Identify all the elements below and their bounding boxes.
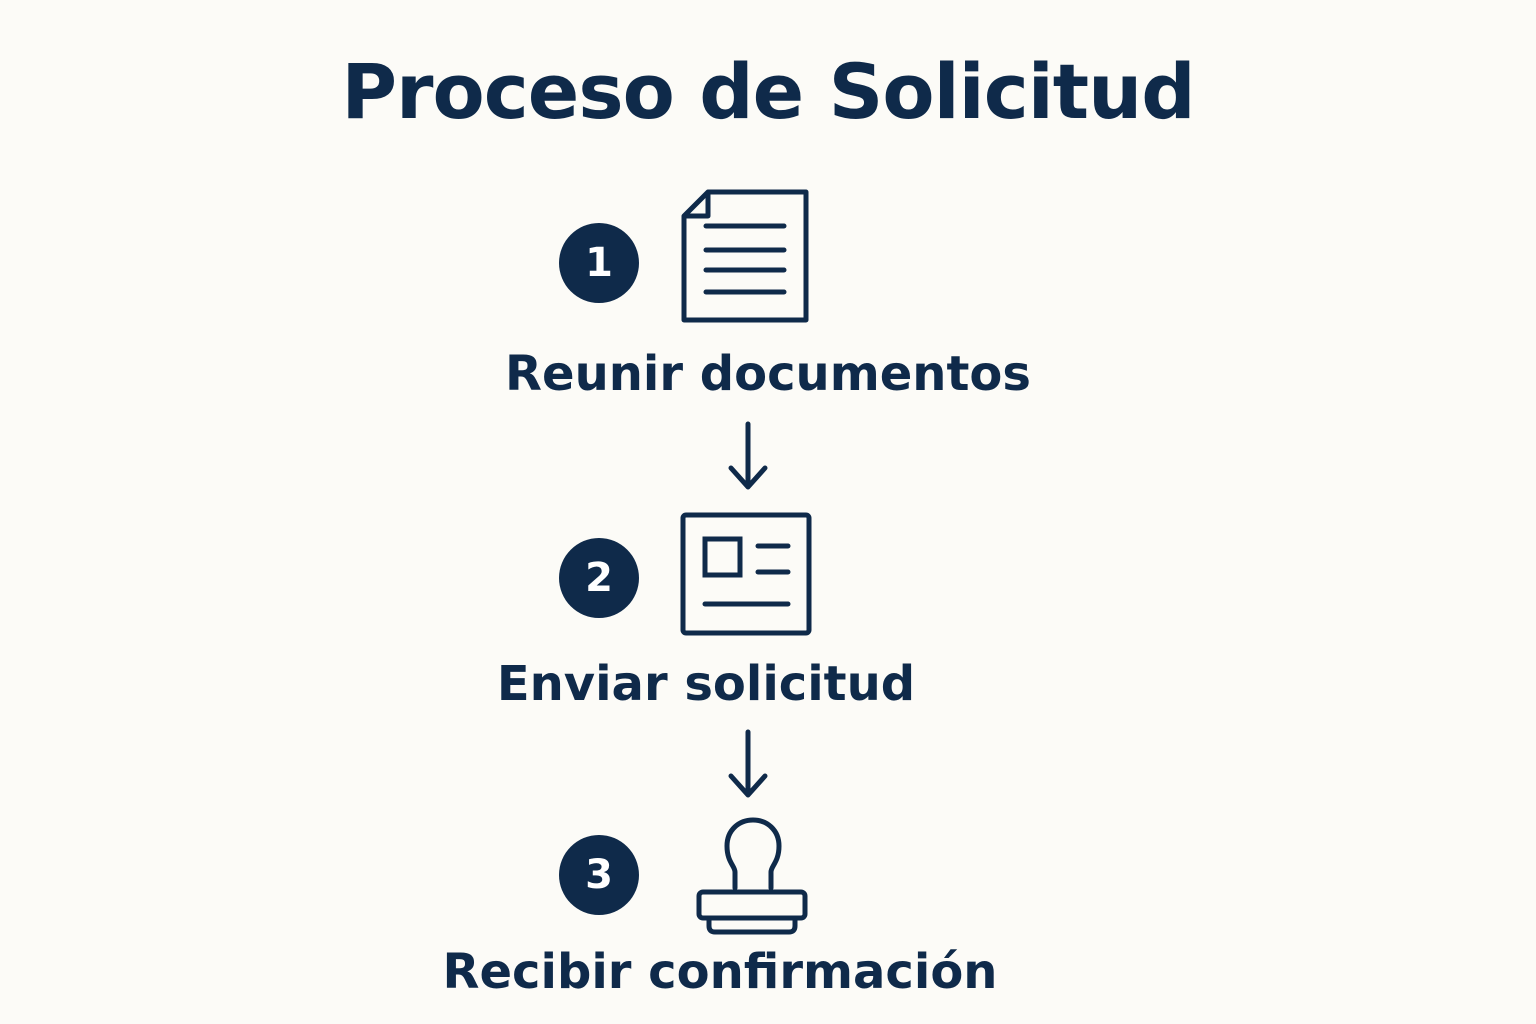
step-1-label: Reunir documentos [505, 346, 1031, 402]
diagram-title: Proceso de Solicitud [341, 47, 1195, 136]
arrow-down-icon [718, 728, 778, 800]
step-2-label: Enviar solicitud [496, 656, 916, 712]
document-icon [678, 188, 812, 326]
step-3-label: Recibir confirmación [442, 944, 998, 1000]
arrow-down-icon [718, 420, 778, 492]
step-1-badge: 1 [559, 223, 639, 303]
id-card-icon [678, 510, 814, 640]
stamp-icon [693, 816, 811, 938]
step-3-badge: 3 [559, 835, 639, 915]
step-2-badge: 2 [559, 538, 639, 618]
